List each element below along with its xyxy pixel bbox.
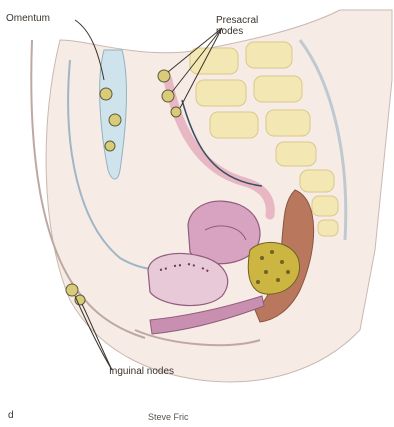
vertebra xyxy=(210,112,258,138)
vertebra xyxy=(318,220,338,236)
lymph-node-icon xyxy=(105,141,115,151)
vertebra xyxy=(276,142,316,166)
panel-letter: d xyxy=(8,410,14,421)
inguinal-nodes-label: Inguinal nodes xyxy=(109,366,174,377)
lymph-node-icon xyxy=(66,284,78,296)
vertebra xyxy=(312,196,338,216)
presacral-label-line2: nodes xyxy=(216,26,258,37)
vertebra xyxy=(300,170,334,192)
vertebra xyxy=(254,76,302,102)
vertebra xyxy=(196,80,246,106)
lymph-node-icon xyxy=(100,88,112,100)
lymph-node-icon xyxy=(109,114,121,126)
vertebra xyxy=(246,42,292,68)
lymph-node-icon xyxy=(171,107,181,117)
vertebra xyxy=(190,48,238,74)
illustrator-credit: Steve Fric xyxy=(148,412,189,423)
vertebra xyxy=(266,110,310,136)
presacral-label-line1: Presacral xyxy=(216,15,258,26)
presacral-nodes-label: Presacral nodes xyxy=(216,15,258,37)
omentum-label: Omentum xyxy=(6,13,50,24)
